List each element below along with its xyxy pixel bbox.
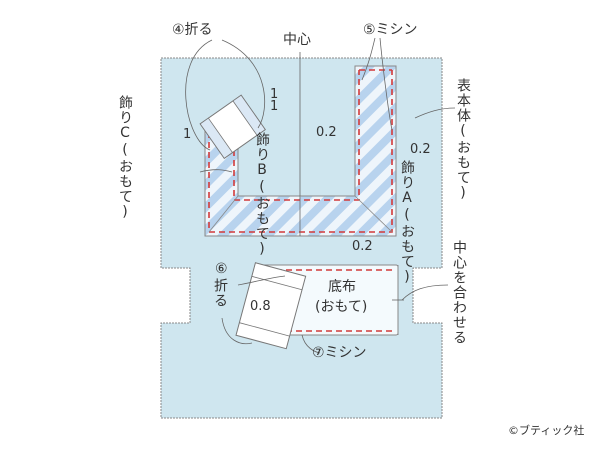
folded-tab-top xyxy=(199,94,266,159)
step6-number: ⑥ xyxy=(215,261,228,277)
bottom-cloth-label-2: (おもて) xyxy=(315,299,368,315)
seam-right-measure: 0.2 xyxy=(410,142,431,157)
folded-tab-bottom xyxy=(235,262,307,350)
stitch-line-outer xyxy=(208,70,393,233)
fold-measure-1a: 1 xyxy=(270,87,279,102)
fold-measure-1c: 1 xyxy=(183,127,192,142)
fold-measure-1b: 1 xyxy=(270,99,279,114)
step7-label: ⑦ミシン xyxy=(312,345,367,361)
step6-label: 折る xyxy=(212,278,228,308)
step5-label: ⑤ミシン xyxy=(363,22,418,38)
seam-left-measure: 0.2 xyxy=(316,125,337,140)
align-center-label: 中心を合わせる xyxy=(451,240,467,345)
deco-a-label: 飾りA(おもて) xyxy=(399,160,415,286)
fold-bottom-measure: 0.8 xyxy=(250,299,271,314)
stitch-line-inner xyxy=(233,70,360,201)
copyright: ©ブティック社 xyxy=(508,424,585,437)
step4-label: ④折る xyxy=(172,22,213,38)
main-body-label: 表本体(おもて) xyxy=(455,78,471,202)
deco-b-label: 飾りB(おもて) xyxy=(254,132,270,258)
bottom-cloth-label-1: 底布 xyxy=(328,279,356,295)
center-top-label: 中心 xyxy=(283,32,311,48)
deco-c-label: 飾りC(おもて) xyxy=(117,95,133,221)
seam-bottom-measure: 0.2 xyxy=(352,239,373,254)
decoration-u-band xyxy=(204,65,397,237)
